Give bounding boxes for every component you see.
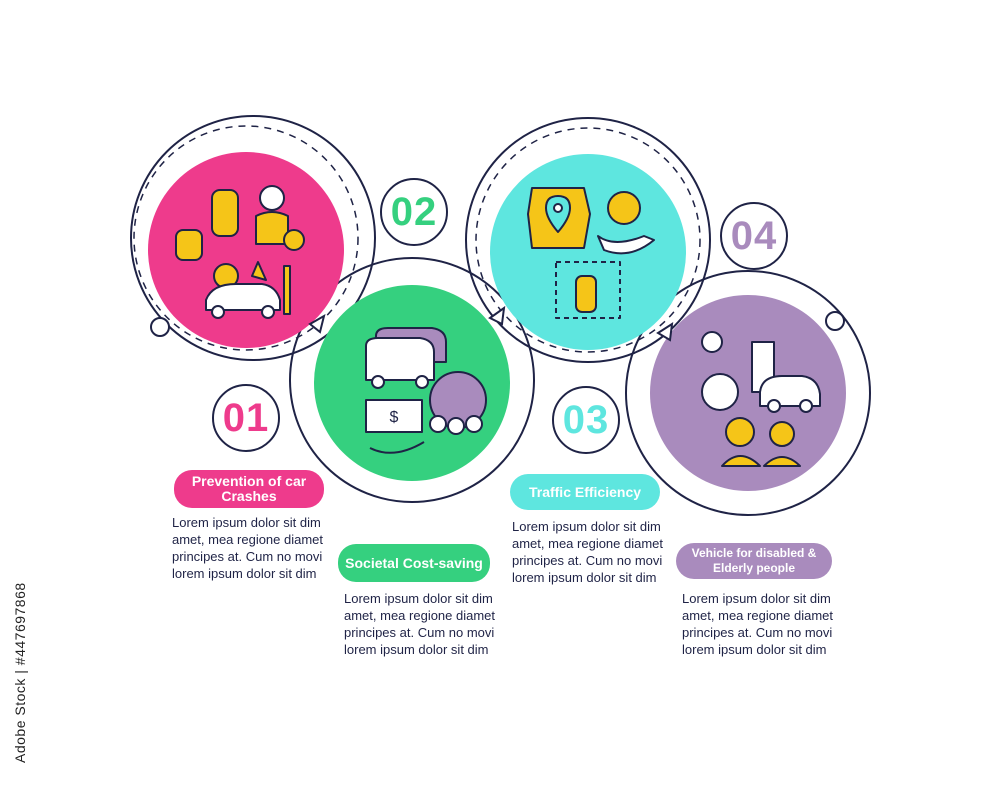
step-number-02: 02 bbox=[380, 178, 448, 246]
dashed-guide-1 bbox=[133, 125, 359, 351]
step-number-04: 04 bbox=[720, 202, 788, 270]
ring-step-3 bbox=[465, 117, 711, 363]
ring-step-2 bbox=[289, 257, 535, 503]
wheelchair-elderly-ev-icon bbox=[701, 331, 821, 467]
step-description-02: Lorem ipsum dolor sit dim amet, mea regi… bbox=[344, 591, 496, 657]
svg-text:$: $ bbox=[390, 409, 399, 426]
step-number-01: 01 bbox=[212, 384, 280, 452]
arrow-icon-1 bbox=[308, 313, 326, 334]
step-title-02: Societal Cost-saving bbox=[338, 544, 490, 582]
connector-dot-1 bbox=[150, 317, 170, 337]
stock-side-text: Adobe Stock | #447697868 bbox=[12, 582, 28, 763]
step-title-04: Vehicle for disabled & Elderly people bbox=[676, 543, 832, 579]
ring-step-4 bbox=[625, 270, 871, 516]
connector-dot-4 bbox=[825, 311, 845, 331]
map-pin-hand-road-icon bbox=[527, 187, 655, 319]
dashed-guide-3 bbox=[475, 127, 701, 353]
disc-step-4 bbox=[650, 295, 846, 491]
disc-step-1 bbox=[148, 152, 344, 348]
step-title-03: Traffic Efficiency bbox=[510, 474, 660, 510]
step-description-01: Lorem ipsum dolor sit dim amet, mea regi… bbox=[172, 515, 324, 581]
step-description-03: Lorem ipsum dolor sit dim amet, mea regi… bbox=[512, 519, 664, 585]
car-crash-icon bbox=[175, 185, 305, 319]
disc-step-3 bbox=[490, 154, 686, 350]
arrow-icon-3 bbox=[656, 322, 674, 342]
ring-step-1 bbox=[130, 115, 376, 361]
step-title-01: Prevention of car Crashes bbox=[174, 470, 324, 508]
step-number-03: 03 bbox=[552, 386, 620, 454]
arrow-icon-2 bbox=[488, 305, 506, 326]
electric-cars-money-globe-icon: $ bbox=[365, 327, 487, 454]
step-description-04: Lorem ipsum dolor sit dim amet, mea regi… bbox=[682, 591, 834, 657]
